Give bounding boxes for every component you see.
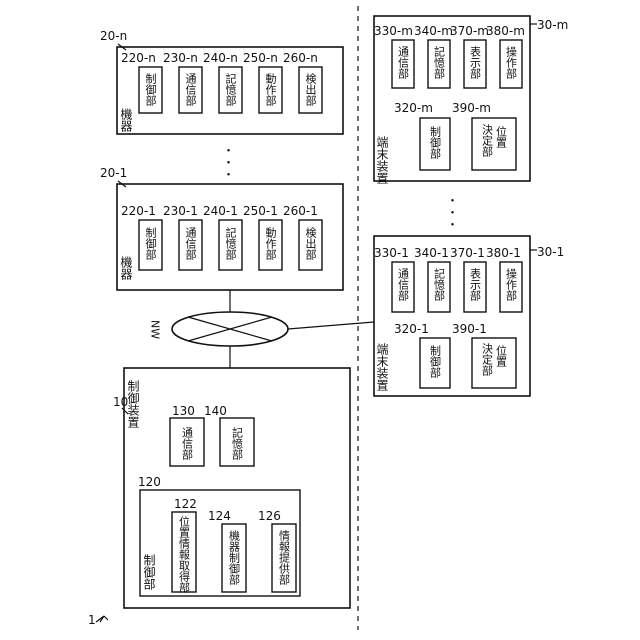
device-n: 機器 20-n 制御部 220-n 通信部 230-n 記憶部 240-n 動作… [100,29,343,134]
terminal-1-unit-2-ref: 340-1 [414,246,449,260]
device-1-unit-2-ref: 230-1 [163,204,198,218]
device-1-unit-3-label: 記憶部 [224,226,237,260]
device-n-unit-1-ref: 220-n [121,51,156,65]
terminal-1: 端末装置 30-1 通信部 330-1 記憶部 340-1 表示部 370-1 … [374,236,564,396]
control-device-ref: 10 [113,395,128,409]
terminal-1-unit-4-ref: 380-1 [486,246,521,260]
terminal-1-unit-2-label: 記憶部 [433,267,446,301]
device-n-unit-3-label: 記憶部 [224,72,237,106]
device-n-unit-3-ref: 240-n [203,51,238,65]
terminal-1-controller-ref: 320-1 [394,322,429,336]
terminal-1-position-label-1: 位置 [495,344,508,367]
device-1-unit-1-ref: 220-1 [121,204,156,218]
device-1-unit-5-label: 検出部 [304,226,317,260]
system-ref: 1 [88,613,108,627]
terminal-m-position-label-2: 決定部 [481,124,494,157]
terminal-m-unit-2-label: 記憶部 [433,45,446,79]
terminal-1-unit-3-label: 表示部 [469,267,482,301]
terminal-m: 端末装置 30-m 通信部 330-m 記憶部 340-m 表示部 370-m … [374,16,568,184]
controller: 制御部 120 位置情報取得部 122 機器制御部 124 情報提供部 126 [138,475,300,596]
terminal-1-position-label-2: 決定部 [481,343,494,376]
device-ellipsis: ・・・ [221,144,235,180]
terminal-m-unit-4-label: 操作部 [505,45,518,79]
device-n-unit-1-label: 制御部 [144,73,157,106]
device-1-unit-1-label: 制御部 [144,227,157,260]
terminal-1-unit-1-ref: 330-1 [374,246,409,260]
device-1-unit-5-ref: 260-1 [283,204,318,218]
terminal-m-position-label-1: 位置 [495,125,508,148]
device-n-unit-2-label: 通信部 [184,73,197,106]
terminal-m-unit-4-ref: 380-m [486,24,525,38]
position-info-unit-label: 位置情報取得部 [178,515,191,593]
terminal-1-ref: 30-1 [537,245,564,259]
device-1-unit-2-label: 通信部 [184,227,197,260]
terminal-1-unit-4-label: 操作部 [505,267,518,301]
terminal-m-unit-3-ref: 370-m [450,24,489,38]
network-label: NW [149,320,162,339]
terminal-m-ref: 30-m [537,18,568,32]
device-1-unit-3-ref: 240-1 [203,204,238,218]
storage-unit-label: 記憶部 [231,426,244,460]
device-control-unit-label: 機器制御部 [228,529,241,585]
link-terminal-network [288,322,374,329]
info-provide-unit-label: 情報提供部 [278,530,291,585]
terminal-m-controller-ref: 320-m [394,101,433,115]
terminal-m-unit-3-label: 表示部 [469,45,482,79]
terminal-1-unit-1-label: 通信部 [397,268,410,301]
device-1: 機器 20-1 制御部 220-1 通信部 230-1 記憶部 240-1 動作… [100,166,343,290]
terminal-1-position-ref: 390-1 [452,322,487,336]
terminal-1-controller-label: 制御部 [429,345,442,378]
terminal-m-controller-label: 制御部 [429,126,442,159]
device-n-ref: 20-n [100,29,127,43]
info-provide-unit-ref: 126 [258,509,281,523]
terminal-1-title: 端末装置 [375,343,389,391]
terminal-1-unit-3-ref: 370-1 [450,246,485,260]
terminal-m-unit-1-ref: 330-m [374,24,413,38]
terminal-ellipsis: ・・・ [445,194,459,230]
comm-unit-ref: 130 [172,404,195,418]
terminal-m-title: 端末装置 [375,136,389,184]
controller-title: 制御部 [142,554,156,590]
device-1-unit-4-label: 動作部 [264,226,277,260]
device-n-unit-4-ref: 250-n [243,51,278,65]
controller-ref: 120 [138,475,161,489]
device-n-unit-4-label: 動作部 [264,72,277,106]
device-n-unit-5-ref: 260-n [283,51,318,65]
terminal-m-unit-1-label: 通信部 [397,46,410,79]
device-1-ref: 20-1 [100,166,127,180]
control-device: 制御装置 10 通信部 130 記憶部 140 制御部 120 位置情報取得部 … [113,368,350,608]
device-n-unit-5-label: 検出部 [304,72,317,106]
system-ref-label: 1 [88,613,96,627]
system-ref-arrow [96,616,108,622]
device-n-title: 機器 [119,107,133,133]
network: NW [149,290,375,368]
terminal-m-unit-2-ref: 340-m [414,24,453,38]
terminal-m-position-ref: 390-m [452,101,491,115]
comm-unit-label: 通信部 [181,427,194,460]
position-info-unit: 位置情報取得部 122 [172,497,197,593]
device-1-title: 機器 [119,255,133,281]
device-n-unit-2-ref: 230-n [163,51,198,65]
device-1-unit-4-ref: 250-1 [243,204,278,218]
device-control-unit-ref: 124 [208,509,231,523]
storage-unit-ref: 140 [204,404,227,418]
position-info-unit-ref: 122 [174,497,197,511]
